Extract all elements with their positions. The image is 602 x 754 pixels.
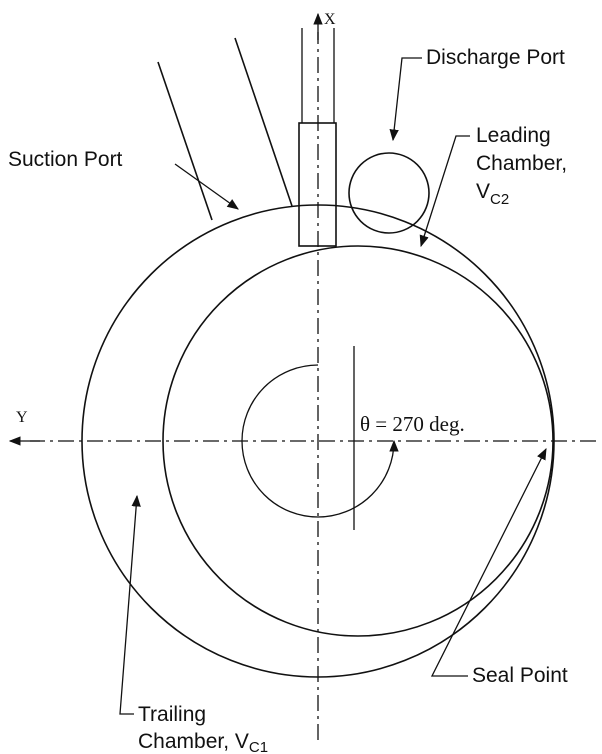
trailing-chamber-leader	[119, 494, 141, 715]
discharge-port-label: Discharge Port	[426, 46, 565, 69]
seal-point-leader	[430, 447, 547, 677]
angle-arc	[241, 364, 399, 518]
leading-chamber-label-1: Leading	[476, 124, 551, 147]
trailing-chamber-label-2: Chamber, VC1	[138, 730, 268, 754]
discharge-port-leader	[389, 57, 422, 142]
suction-port-line-left	[157, 61, 213, 221]
suction-port-line-right	[234, 37, 293, 207]
suction-port-label: Suction Port	[8, 148, 123, 171]
seal-point-label: Seal Point	[472, 664, 568, 687]
trailing-chamber-text: Chamber, V	[138, 730, 249, 753]
y-axis-label: Y	[16, 409, 28, 426]
trailing-chamber-subscript: C1	[249, 739, 268, 754]
discharge-port-circle	[348, 152, 430, 234]
x-axis-label: X	[324, 11, 336, 28]
leading-chamber-label-2: Chamber,	[476, 152, 567, 175]
trailing-chamber-label-1: Trailing	[138, 703, 206, 726]
leading-chamber-var: VC2	[476, 180, 509, 208]
leading-chamber-subscript: C2	[490, 191, 509, 208]
angle-label: θ = 270 deg.	[360, 412, 465, 436]
leading-chamber-v: V	[476, 180, 490, 203]
suction-port-leader	[174, 163, 239, 210]
leading-chamber-leader	[419, 135, 470, 248]
